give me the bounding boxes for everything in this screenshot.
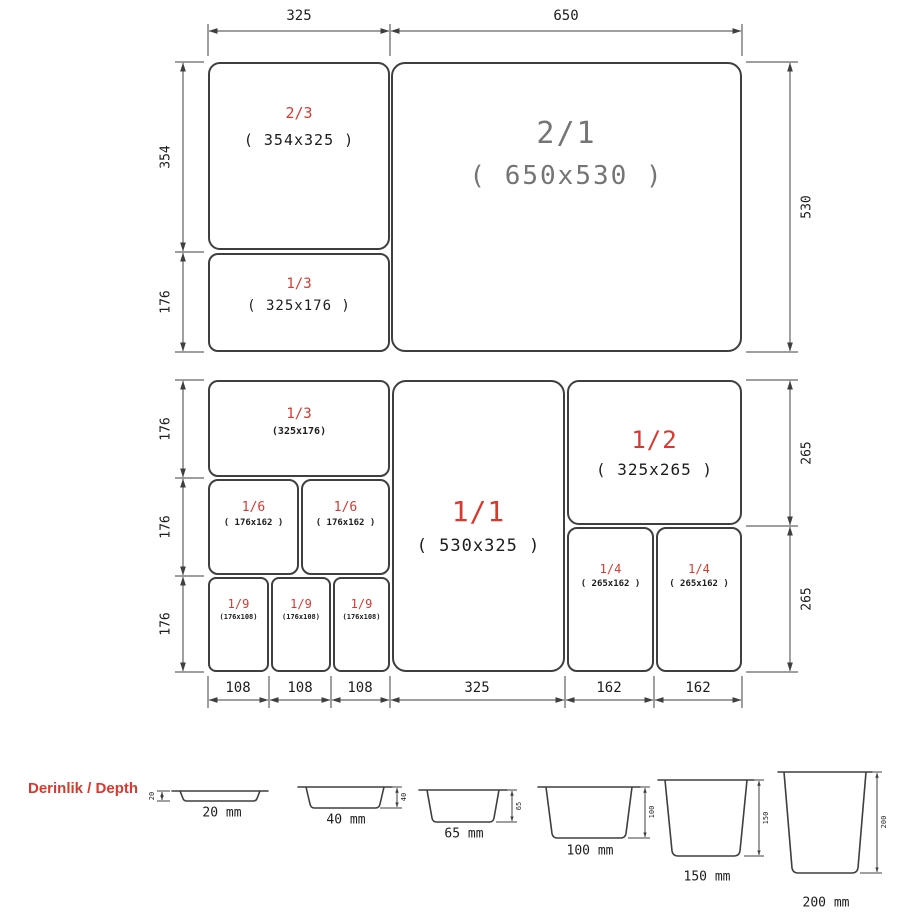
pan-box-2-3: 2/3 ( 354x325 )	[208, 62, 390, 250]
fraction-label: 1/9	[290, 597, 312, 611]
size-label: (176x108)	[282, 613, 320, 621]
size-label: ( 265x162 )	[580, 578, 641, 589]
size-label: ( 176x162 )	[315, 517, 376, 528]
fraction-label: 2/3	[285, 104, 313, 122]
depth-section-title: Derinlik / Depth	[28, 780, 139, 797]
size-label: ( 325x176 )	[247, 297, 351, 314]
pan-box-1-3-top: 1/3 ( 325x176 )	[208, 253, 390, 352]
size-label: (176x108)	[219, 613, 258, 621]
dim-label-left-bottom: 176	[158, 290, 174, 314]
pan-box-1-9-2: 1/9 (176x108)	[271, 577, 331, 672]
fraction-label: 1/1	[451, 494, 506, 528]
pan-profile-200mm	[777, 771, 873, 874]
depth-dim-200: 200	[880, 815, 888, 829]
fraction-label: 1/2	[631, 425, 678, 454]
depth-dim-65: 65	[515, 801, 523, 811]
fraction-label: 1/6	[241, 499, 266, 515]
depth-label-200mm: 200 mm	[802, 895, 850, 911]
pan-profile-100mm	[537, 786, 641, 839]
dim-label-right: 530	[799, 195, 815, 219]
size-label: ( 325x265 )	[596, 459, 713, 479]
dim-label-left-top: 354	[158, 145, 174, 169]
dim-label-top-left: 325	[286, 8, 312, 24]
fraction-label: 1/3	[286, 275, 312, 292]
size-label: ( 265x162 )	[669, 578, 729, 589]
pan-box-1-4-left: 1/4 ( 265x162 )	[567, 527, 654, 672]
size-label: ( 176x162 )	[223, 517, 284, 528]
size-label: ( 530x325 )	[416, 535, 541, 556]
pan-box-2-1: 2/1 ( 650x530 )	[391, 62, 742, 352]
depth-label-20mm: 20 mm	[202, 805, 242, 821]
depth-dim-40: 40	[400, 792, 408, 802]
fraction-label: 1/6	[333, 499, 358, 515]
dim-label-bottom-5: 162	[596, 680, 622, 696]
dim-label-bottom-1: 108	[225, 680, 251, 696]
dim-label-right-2: 265	[799, 587, 815, 611]
depth-label-100mm: 100 mm	[566, 843, 614, 859]
dim-label-bottom-3: 108	[347, 680, 373, 696]
depth-dim-20: 20	[148, 791, 156, 801]
fraction-label: 2/1	[536, 116, 597, 151]
fraction-label: 1/9	[227, 597, 250, 611]
dim-label-left-1: 176	[158, 417, 174, 441]
pan-profile-65mm	[418, 789, 508, 823]
dim-label-left-3: 176	[158, 612, 174, 636]
dim-label-right-1: 265	[799, 441, 815, 465]
size-label: ( 354x325 )	[243, 131, 355, 149]
dim-label-bottom-4: 325	[464, 680, 490, 696]
pan-profile-20mm	[171, 790, 269, 802]
fraction-label: 1/3	[286, 405, 312, 422]
fraction-label: 1/4	[688, 561, 710, 576]
pan-box-1-9-3: 1/9 (176x108)	[333, 577, 390, 672]
fraction-label: 1/4	[599, 561, 622, 576]
dim-label-top-right: 650	[553, 8, 579, 24]
pan-box-1-2: 1/2 ( 325x265 )	[567, 380, 742, 525]
depth-dim-100: 100	[648, 805, 656, 819]
depth-label-40mm: 40 mm	[326, 812, 366, 828]
pan-box-1-6-left: 1/6 ( 176x162 )	[208, 479, 299, 575]
size-label: ( 650x530 )	[469, 161, 664, 191]
pan-box-1-4-right: 1/4 ( 265x162 )	[656, 527, 742, 672]
depth-label-150mm: 150 mm	[683, 869, 731, 885]
size-label: (325x176)	[271, 425, 327, 437]
pan-box-1-3: 1/3 (325x176)	[208, 380, 390, 477]
pan-box-1-1: 1/1 ( 530x325 )	[392, 380, 565, 672]
pan-profile-40mm	[297, 786, 393, 809]
dim-label-bottom-6: 162	[685, 680, 711, 696]
depth-label-65mm: 65 mm	[444, 826, 484, 842]
size-label: (176x108)	[342, 613, 381, 621]
pan-box-1-9-1: 1/9 (176x108)	[208, 577, 269, 672]
pan-profile-150mm	[657, 779, 755, 857]
dim-label-bottom-2: 108	[287, 680, 313, 696]
dim-label-left-2: 176	[158, 515, 174, 539]
depth-dim-150: 150	[762, 811, 770, 825]
pan-box-1-6-right: 1/6 ( 176x162 )	[301, 479, 390, 575]
fraction-label: 1/9	[350, 597, 373, 611]
